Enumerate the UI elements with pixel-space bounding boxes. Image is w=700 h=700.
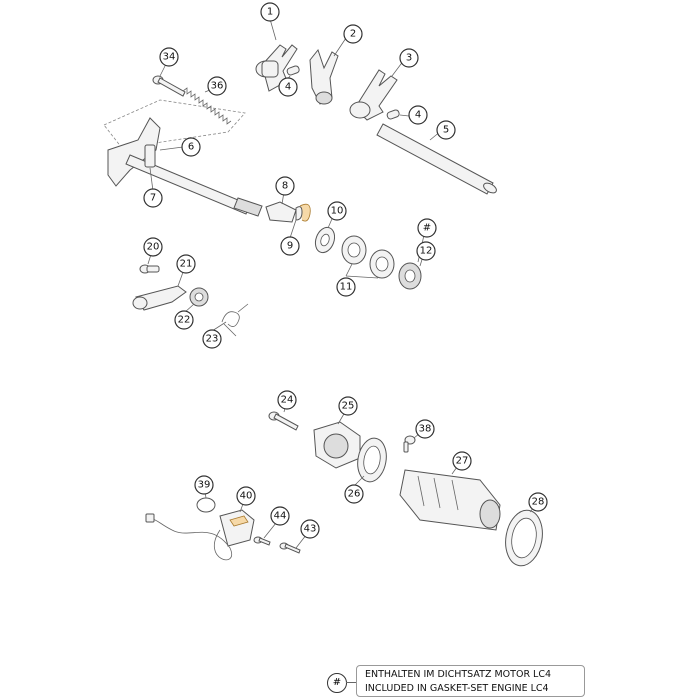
o-ring-39 xyxy=(196,497,216,513)
bolt-24 xyxy=(268,411,299,431)
svg-text:43: 43 xyxy=(304,524,317,535)
svg-text:8: 8 xyxy=(282,181,288,192)
svg-text:44: 44 xyxy=(274,511,287,522)
callout-1: 1 xyxy=(260,2,280,22)
callout-26: 26 xyxy=(344,484,364,504)
svg-text:12: 12 xyxy=(420,246,433,257)
legend-box: ENTHALTEN IM DICHTSATZ MOTOR LC4 INCLUDE… xyxy=(356,665,585,697)
sensor-cable xyxy=(145,513,232,561)
svg-text:22: 22 xyxy=(178,315,191,326)
sleeve-22 xyxy=(189,287,209,307)
svg-text:9: 9 xyxy=(287,241,293,252)
svg-text:5: 5 xyxy=(443,125,449,136)
seal-26 xyxy=(357,437,387,483)
callout-27: 27 xyxy=(452,451,472,471)
legend-line-de: ENTHALTEN IM DICHTSATZ MOTOR LC4 xyxy=(365,669,552,680)
svg-text:40: 40 xyxy=(240,491,253,502)
callout-12: 12 xyxy=(416,241,436,261)
shift-drum-27 xyxy=(399,469,501,531)
shift-shaft-assembly xyxy=(103,99,263,217)
part-8-sleeve xyxy=(265,201,297,223)
callout-4b: 4 xyxy=(408,105,428,125)
svg-text:28: 28 xyxy=(532,497,545,508)
callout-21: 21 xyxy=(176,254,196,274)
callout-20: 20 xyxy=(143,237,163,257)
shift-drum-ratchet-25 xyxy=(313,421,361,469)
legend-leader xyxy=(346,682,356,683)
seal-12 xyxy=(398,262,422,290)
callout-3: 3 xyxy=(399,48,419,68)
lever-21 xyxy=(132,285,187,311)
callout-28: 28 xyxy=(528,492,548,512)
svg-text:39: 39 xyxy=(198,480,211,491)
svg-text:36: 36 xyxy=(211,81,224,92)
pin-4b xyxy=(386,109,400,120)
screw-43 xyxy=(279,542,301,554)
shift-fork-2 xyxy=(309,48,339,105)
svg-text:24: 24 xyxy=(281,395,294,406)
bolt-20 xyxy=(139,264,160,274)
svg-text:21: 21 xyxy=(180,259,193,270)
svg-text:#: # xyxy=(423,223,431,234)
callout-40: 40 xyxy=(236,486,256,506)
screw-44 xyxy=(253,536,271,546)
callout-4a: 4 xyxy=(278,77,298,97)
callout-44: 44 xyxy=(270,506,290,526)
callout-6: 6 xyxy=(181,137,201,157)
callout-hash: # xyxy=(417,218,437,238)
callout-11: 11 xyxy=(336,277,356,297)
svg-text:23: 23 xyxy=(206,334,219,345)
callout-2: 2 xyxy=(343,24,363,44)
callout-34: 34 xyxy=(159,47,179,67)
callout-24: 24 xyxy=(277,390,297,410)
washer-10 xyxy=(314,226,336,254)
spring-23 xyxy=(221,303,249,337)
needle-bearing-11a xyxy=(341,235,367,265)
callout-23: 23 xyxy=(202,329,222,349)
callout-8: 8 xyxy=(275,176,295,196)
svg-text:38: 38 xyxy=(419,424,432,435)
svg-text:34: 34 xyxy=(163,52,176,63)
svg-text:1: 1 xyxy=(267,7,273,18)
gear-sensor-40 xyxy=(219,509,255,547)
callout-38: 38 xyxy=(415,419,435,439)
svg-text:10: 10 xyxy=(331,206,344,217)
callout-39: 39 xyxy=(194,475,214,495)
ring-28 xyxy=(505,509,543,567)
svg-text:7: 7 xyxy=(150,193,156,204)
spring-36 xyxy=(182,87,232,125)
svg-text:20: 20 xyxy=(147,242,160,253)
shift-fork-1 xyxy=(255,44,298,92)
svg-text:2: 2 xyxy=(350,29,356,40)
callout-22: 22 xyxy=(174,310,194,330)
pin-4a xyxy=(286,65,300,76)
bolt-34 xyxy=(152,75,186,97)
legend-line-en: INCLUDED IN GASKET-SET ENGINE LC4 xyxy=(365,683,549,694)
part-9-clip xyxy=(295,203,311,222)
callout-7: 7 xyxy=(143,188,163,208)
legend-symbol: # xyxy=(327,673,347,693)
svg-text:25: 25 xyxy=(342,401,355,412)
svg-text:26: 26 xyxy=(348,489,361,500)
svg-text:27: 27 xyxy=(456,456,469,467)
fork-shaft xyxy=(376,123,497,195)
callout-36: 36 xyxy=(207,76,227,96)
legend: # ENTHALTEN IM DICHTSATZ MOTOR LC4 INCLU… xyxy=(327,665,589,699)
callout-43: 43 xyxy=(300,519,320,539)
needle-bearing-11b xyxy=(369,249,395,279)
svg-text:3: 3 xyxy=(406,53,412,64)
svg-text:11: 11 xyxy=(340,282,353,293)
callout-10: 10 xyxy=(327,201,347,221)
callout-5: 5 xyxy=(436,120,456,140)
callout-25: 25 xyxy=(338,396,358,416)
svg-text:4: 4 xyxy=(415,110,421,121)
svg-text:4: 4 xyxy=(285,82,291,93)
shift-fork-3 xyxy=(349,69,398,121)
callout-9: 9 xyxy=(280,236,300,256)
svg-text:6: 6 xyxy=(188,142,194,153)
screw-38 xyxy=(403,435,416,453)
